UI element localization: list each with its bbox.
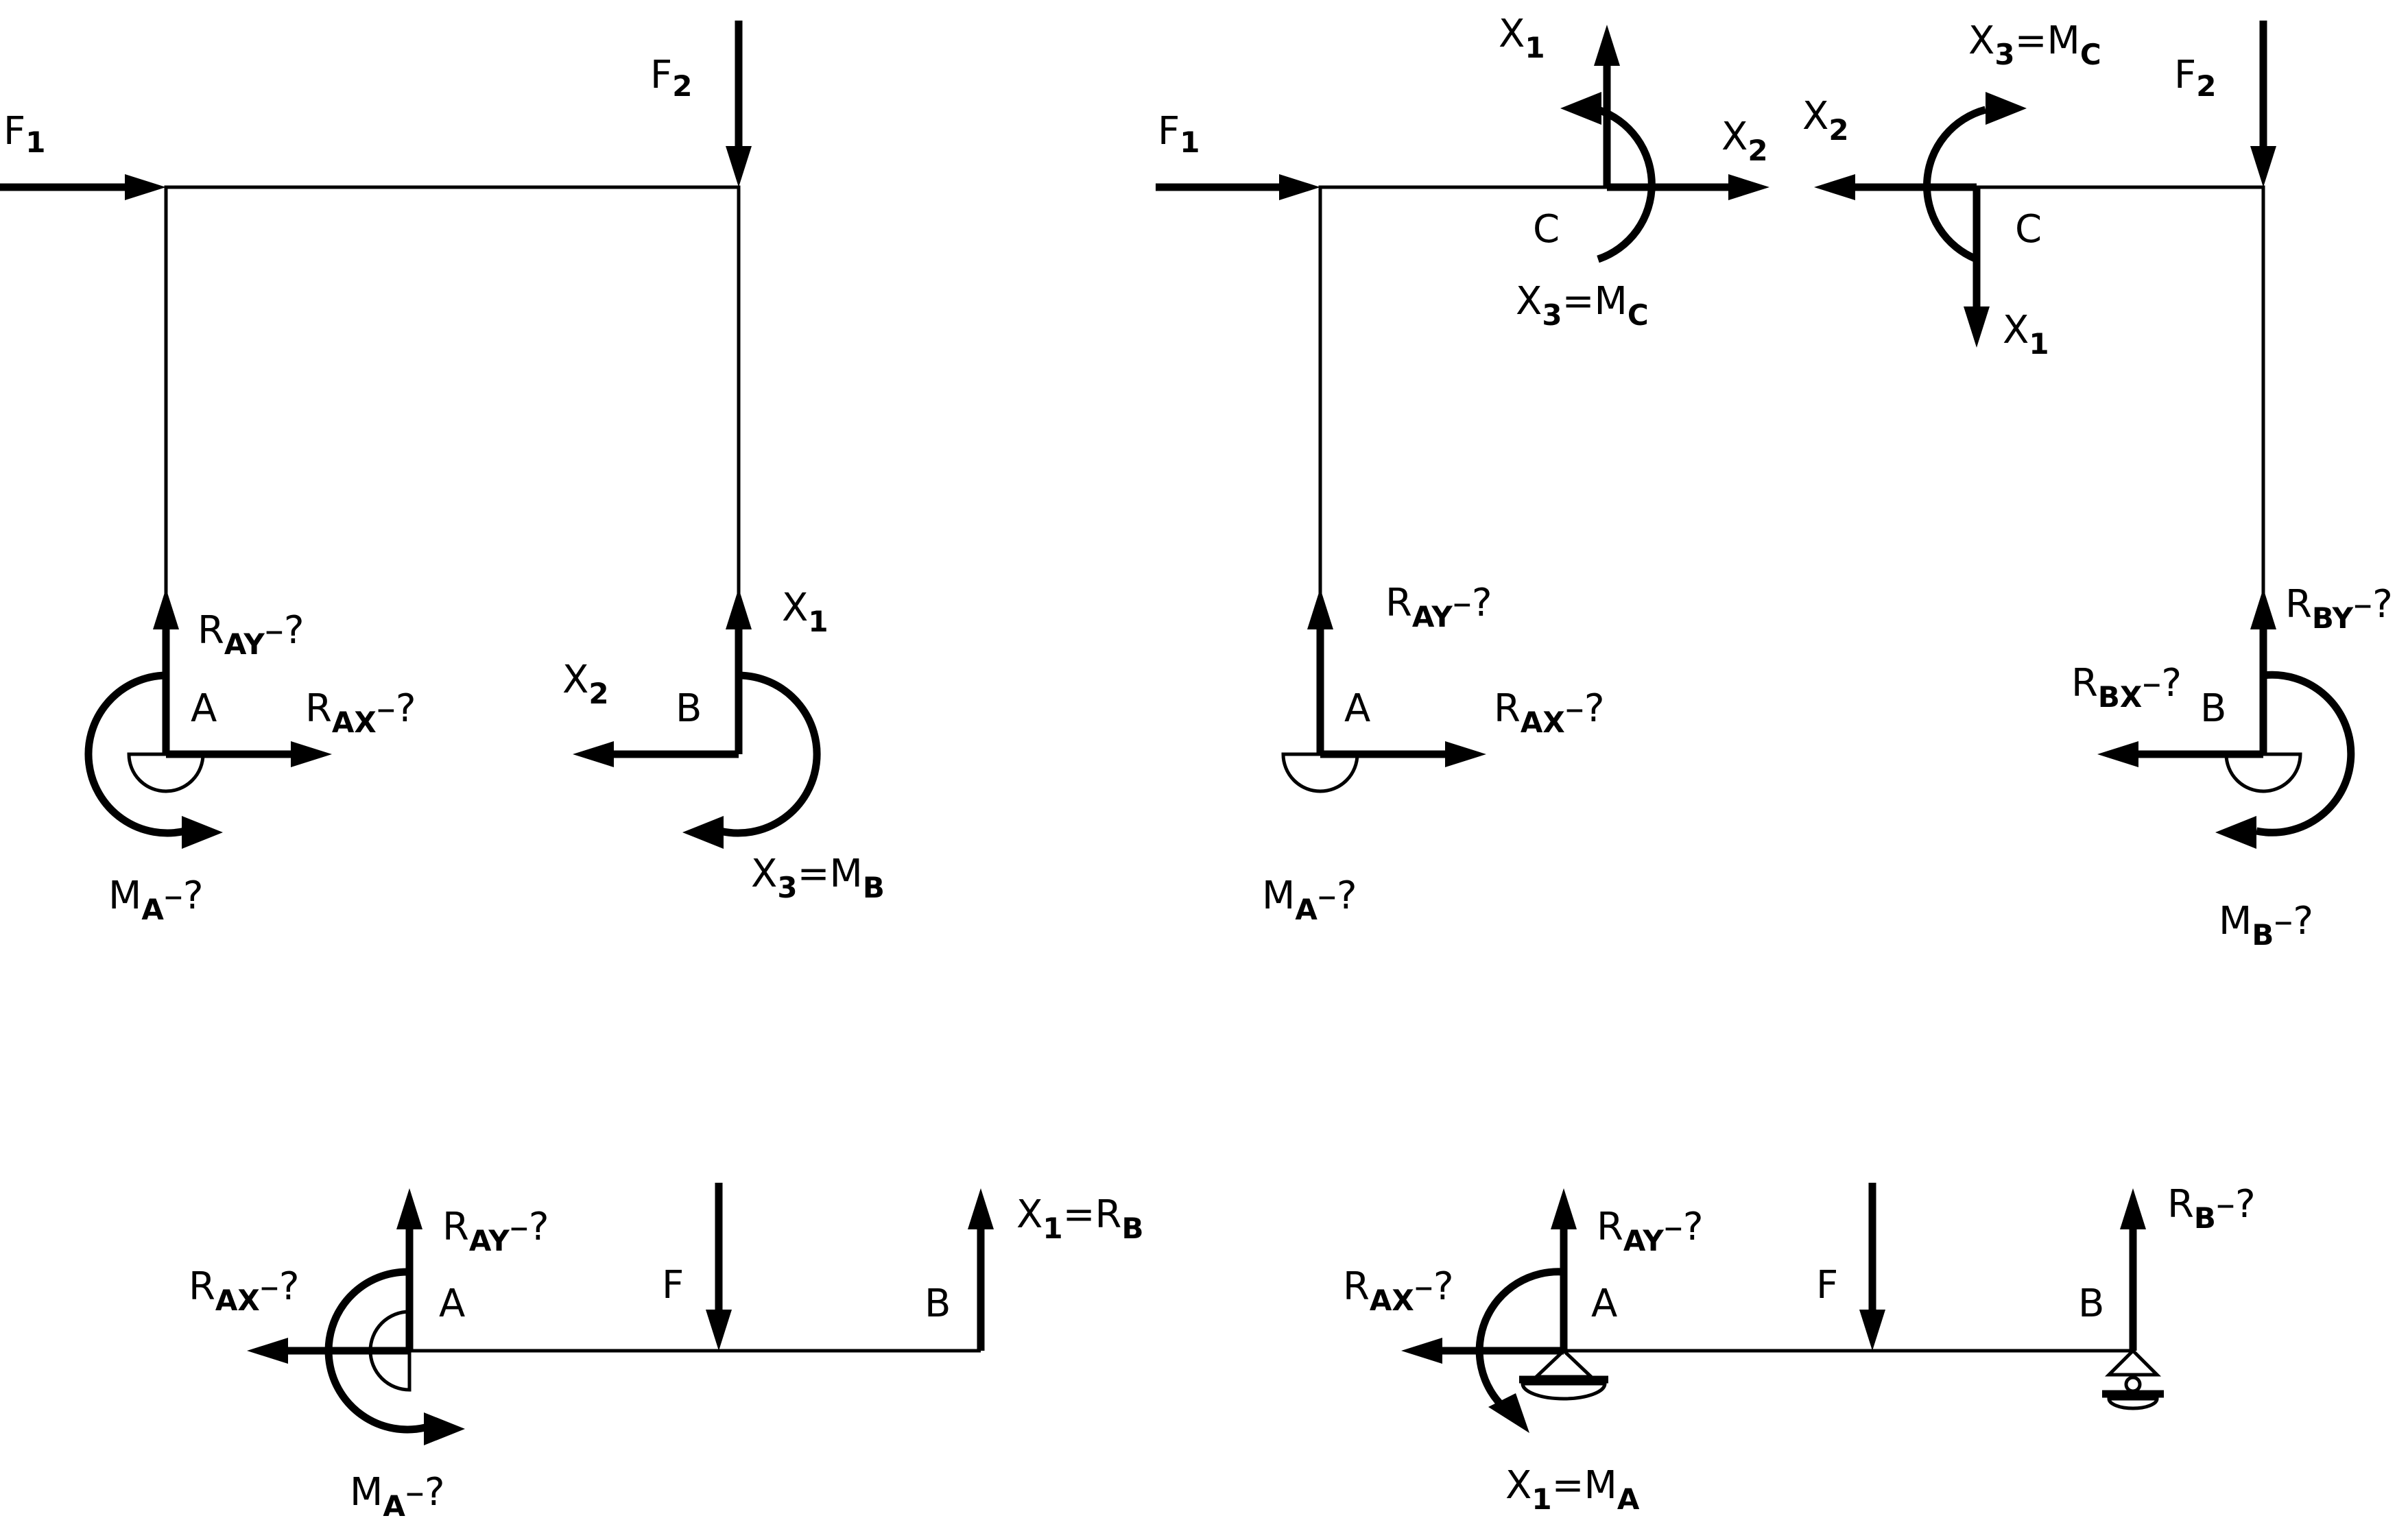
x3-moment-arrow-c-right: [1923, 92, 2027, 263]
rby-force-arrow: [2250, 588, 2276, 754]
x2-force-arrow-c-left: [1607, 174, 1769, 200]
right-frame-members: [1977, 185, 2265, 754]
fixed-support-a: [127, 752, 205, 793]
ray-label: RAY–?: [198, 608, 305, 661]
x1-force-arrow-c-left: [1594, 25, 1620, 187]
ma-moment-arrow: [324, 1268, 465, 1445]
f-force-arrow: [706, 1183, 732, 1351]
rby-label: RBY–?: [2285, 582, 2393, 635]
f1-force-arrow: [1156, 174, 1320, 200]
b-label: B: [925, 1281, 951, 1326]
f-label: F: [662, 1263, 684, 1308]
a-label: A: [191, 686, 217, 731]
x1-force-arrow-c-right: [1964, 187, 1990, 348]
ray-label: RAY–?: [1385, 581, 1492, 634]
ray-force-arrow: [396, 1188, 422, 1351]
a-label: A: [439, 1281, 465, 1326]
diagram-4: RAY–? RAX–? A F B RB–? X1=MA: [1343, 1182, 2256, 1516]
c-label-right: C: [2015, 207, 2042, 252]
x2-force-arrow-c-right: [1814, 174, 1977, 200]
x1-force-arrow-b: [968, 1188, 994, 1351]
diagram-1: F1 F2 RAY–? A RAX–? MA–? B X1 X2 X3=MB: [0, 21, 885, 926]
x3-moment-arrow-c-left: [1560, 92, 1656, 263]
rax-force-arrow: [247, 1338, 409, 1364]
x2-force-arrow-b: [573, 741, 739, 767]
rax-label: RAX–?: [1494, 686, 1605, 739]
rax-force-arrow: [1401, 1338, 1564, 1364]
x1-label-c-left: X1: [1499, 12, 1545, 64]
x3-label-c-right: X3=MC: [1968, 19, 2101, 71]
b-label: B: [676, 686, 702, 731]
ma-moment-arrow: [84, 671, 223, 849]
b-label: B: [2078, 1281, 2104, 1326]
c-label-left: C: [1533, 207, 1560, 252]
f1-label: F1: [1158, 109, 1200, 159]
x2-label-c-left: X2: [1721, 115, 1768, 167]
a-label: A: [1344, 686, 1370, 731]
rb-label: RB–?: [2167, 1182, 2256, 1235]
diagram-3: RAY–? RAX–? A F B X1=RB MA–?: [189, 1183, 1143, 1523]
f-label: F: [1816, 1263, 1838, 1308]
ma-label: MA–?: [350, 1470, 445, 1523]
x1-label: X1=RB: [1016, 1192, 1143, 1245]
ray-force-arrow: [153, 588, 179, 754]
pin-support-a: [1519, 1348, 1608, 1401]
ma-label: MA–?: [108, 874, 204, 926]
ma-label: MA–?: [1262, 874, 1357, 926]
fixed-support-a: [1281, 752, 1359, 793]
f-force-arrow: [1859, 1183, 1885, 1351]
f2-label: F2: [2174, 53, 2216, 103]
rax-label: RAX–?: [305, 686, 416, 739]
mb-label: MB–?: [2219, 899, 2313, 952]
rb-force-arrow: [2120, 1188, 2146, 1351]
x2-label-c-right: X2: [1802, 94, 1849, 147]
rax-label: RAX–?: [189, 1264, 300, 1317]
x1-force-arrow-b: [726, 588, 752, 754]
x3-label-c-left: X3=MC: [1516, 279, 1649, 332]
b-label: B: [2200, 686, 2226, 731]
rax-force-arrow: [1320, 741, 1486, 767]
ray-label: RAY–?: [1597, 1205, 1704, 1257]
roller-support-b: [2102, 1348, 2164, 1410]
left-frame-members: [1318, 185, 1607, 754]
x3-label: X3=MB: [751, 852, 885, 904]
diagram-2: F1 F2 X1 X2 C X3=MC X2 X3=MC C X1 RAY–? …: [1156, 12, 2393, 952]
f1-force-arrow: [0, 174, 166, 200]
f2-force-arrow: [2250, 21, 2276, 187]
ray-force-arrow: [1551, 1188, 1577, 1351]
x1-moment-arrow-a: [1475, 1268, 1564, 1433]
x2-label: X2: [562, 658, 609, 710]
x1-label: X1: [782, 586, 829, 638]
x1-label-c-right: X1: [2003, 308, 2049, 361]
rbx-label: RBX–?: [2071, 661, 2182, 714]
ray-force-arrow: [1307, 588, 1333, 754]
ray-label: RAY–?: [442, 1205, 549, 1257]
f2-force-arrow: [726, 21, 752, 187]
rbx-force-arrow: [2097, 741, 2263, 767]
rax-label: RAX–?: [1343, 1264, 1454, 1317]
rax-force-arrow: [166, 741, 332, 767]
f1-label: F1: [3, 109, 45, 159]
frame-members: [164, 185, 741, 754]
x1-label: X1=MA: [1505, 1463, 1640, 1516]
f2-label: F2: [650, 53, 692, 103]
a-label: A: [1591, 1281, 1617, 1326]
x3-moment-arrow-b: [682, 671, 821, 849]
mb-moment-arrow: [2215, 671, 2355, 849]
fixed-support-b: [2224, 752, 2302, 793]
